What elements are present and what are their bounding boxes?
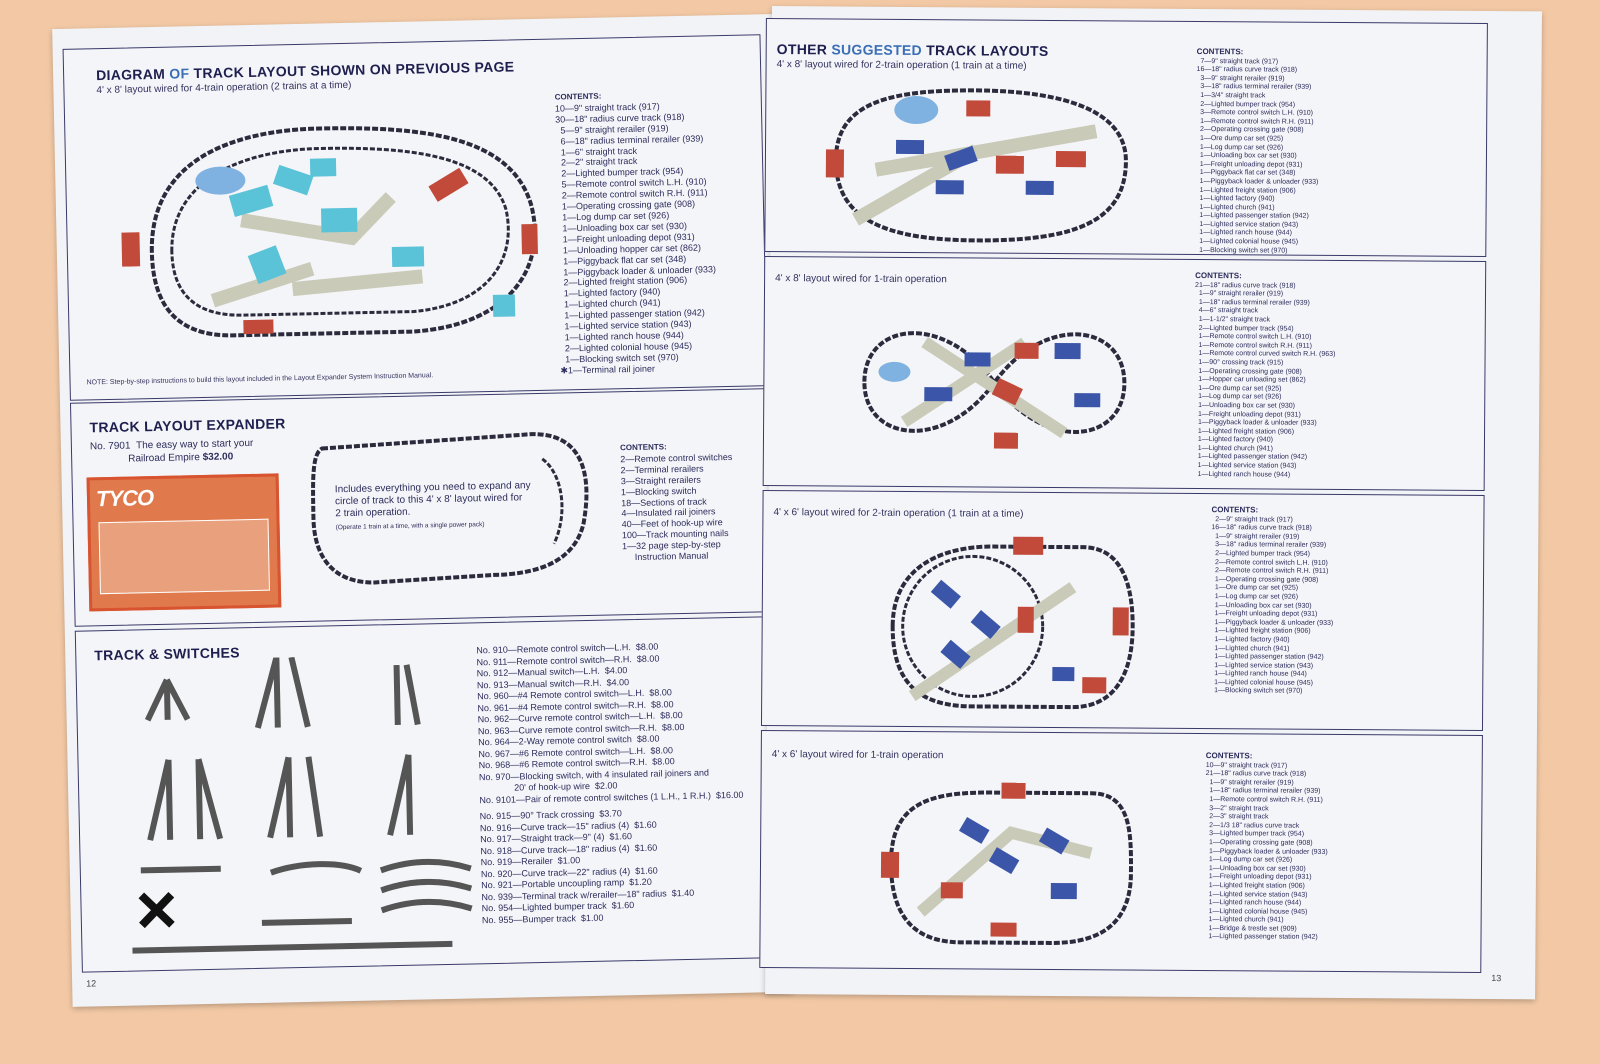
expander-number: No. 7901 The easy way to start your: [89, 437, 254, 453]
switches-panel: TRACK & SWITCHES No. 910—Remote control …: [74, 616, 780, 973]
catalog-page-left: DIAGRAM OF TRACK LAYOUT SHOWN ON PREVIOU…: [52, 14, 793, 1007]
expander-panel: TRACK LAYOUT EXPANDER No. 7901 The easy …: [69, 388, 773, 627]
diagram-title: DIAGRAM OF TRACK LAYOUT SHOWN ON PREVIOU…: [95, 58, 515, 84]
expander-tagline: Railroad Empire $32.00: [128, 451, 234, 465]
expander-track-oval: [311, 432, 589, 585]
diagram-contents: CONTENTS: 10—9" straight track (917) 30—…: [554, 91, 717, 376]
expander-contents: CONTENTS: 2—Remote control switches 2—Te…: [619, 442, 733, 563]
tyco-logo: TYCO: [95, 485, 154, 512]
layout-4-panel: 4' x 6' layout wired for 1-train operati…: [759, 729, 1483, 973]
expander-title: TRACK LAYOUT EXPANDER: [89, 415, 286, 436]
box-illustration: [98, 518, 270, 595]
diagram-note: NOTE: Step-by-step instructions to build…: [86, 372, 434, 387]
layout-4-subtitle: 4' x 6' layout wired for 1-train operati…: [771, 749, 944, 762]
layout-1-illustration: [825, 88, 1128, 243]
layout-1-contents: CONTENTS: 7—9" straight track (917) 16—1…: [1195, 46, 1319, 255]
layout-3-subtitle: 4' x 6' layout wired for 2-train operati…: [773, 507, 1024, 520]
page-number-right: 13: [1491, 973, 1502, 984]
layout-4-contents: CONTENTS: 10—9" straight track (917) 21—…: [1204, 751, 1328, 942]
price-list-switches: No. 910—Remote control switch—L.H. $8.00…: [476, 641, 744, 805]
layout-2-contents: CONTENTS: 21—18" radius curve track (918…: [1193, 270, 1336, 479]
page-number-left: 12: [86, 978, 97, 989]
layout-2-illustration: [862, 331, 1127, 449]
catalog-page-right: OTHER SUGGESTED TRACK LAYOUTS 4' x 8' la…: [759, 6, 1542, 1000]
layout-4-illustration: [880, 782, 1133, 945]
switches-illustration: [132, 656, 473, 954]
diagram-layout-illustration: [121, 126, 538, 338]
expander-description: Includes everything you need to expand a…: [334, 480, 531, 520]
layout-3-contents: CONTENTS: 2—9" straight track (917) 16—1…: [1210, 505, 1334, 696]
layout-2-panel: 4' x 8' layout wired for 1-train operati…: [762, 255, 1487, 491]
diagram-panel: DIAGRAM OF TRACK LAYOUT SHOWN ON PREVIOU…: [62, 34, 768, 401]
price-list-track: No. 915—90° Track crossing $3.70 No. 916…: [479, 808, 695, 925]
other-layouts-panel: OTHER SUGGESTED TRACK LAYOUTS 4' x 8' la…: [764, 17, 1488, 257]
expander-box-art: TYCO: [86, 473, 282, 612]
other-layouts-title: OTHER SUGGESTED TRACK LAYOUTS: [776, 41, 1049, 59]
layout-3-illustration: [890, 536, 1135, 710]
layout-3-panel: 4' x 6' layout wired for 2-train operati…: [760, 489, 1485, 731]
